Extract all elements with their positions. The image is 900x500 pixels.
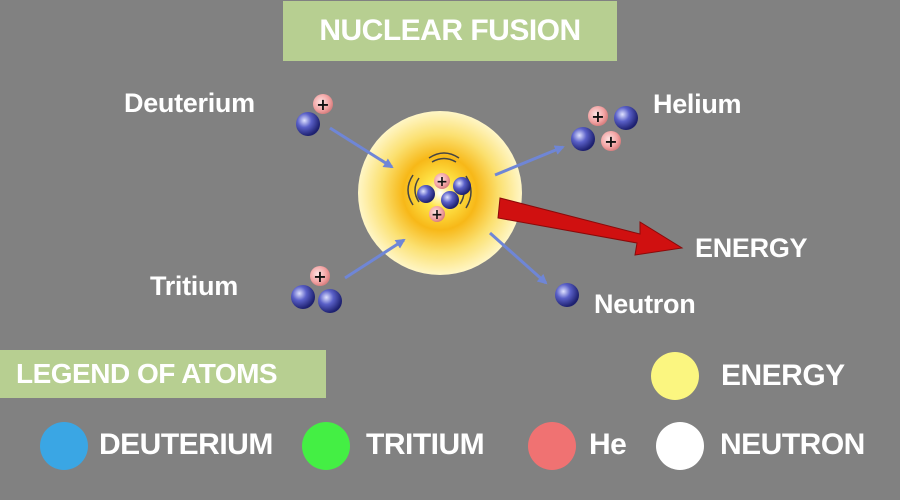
svg-text:+: + bbox=[431, 207, 443, 223]
legend-label-deuterium: DEUTERIUM bbox=[99, 428, 273, 461]
energy-label: ENERGY bbox=[695, 233, 808, 263]
legend-swatch-helium bbox=[528, 422, 576, 470]
tritium-arrow bbox=[344, 238, 406, 280]
neutron-label: Neutron bbox=[594, 289, 696, 319]
deuterium-particle: + bbox=[296, 94, 333, 136]
tritium-particle: + bbox=[291, 266, 342, 313]
svg-text:+: + bbox=[316, 95, 329, 114]
legend-swatch-energy bbox=[651, 352, 699, 400]
legend-swatch-deuterium bbox=[40, 422, 88, 470]
neutron-arrow bbox=[489, 231, 548, 285]
deuterium-label: Deuterium bbox=[124, 88, 255, 118]
helium-particle: + + bbox=[571, 106, 638, 151]
legend-title-banner: LEGEND OF ATOMS bbox=[0, 350, 326, 398]
fusion-glow bbox=[358, 111, 522, 275]
legend-label-helium: He bbox=[589, 428, 627, 461]
fusing-nucleus: + + bbox=[407, 152, 472, 223]
emitted-neutron bbox=[555, 283, 579, 307]
helium-label: Helium bbox=[653, 89, 742, 119]
legend-label-tritium: TRITIUM bbox=[366, 428, 485, 461]
title-banner: NUCLEAR FUSION bbox=[283, 1, 617, 61]
tritium-label: Tritium bbox=[150, 271, 238, 301]
deuterium-arrow bbox=[329, 126, 394, 169]
svg-text:+: + bbox=[591, 107, 604, 126]
helium-arrow bbox=[494, 145, 565, 177]
svg-text:+: + bbox=[313, 267, 326, 286]
legend-label-energy: ENERGY bbox=[721, 359, 845, 392]
legend-swatch-tritium bbox=[302, 422, 350, 470]
diagram-title: NUCLEAR FUSION bbox=[319, 14, 581, 47]
legend-swatch-neutron bbox=[656, 422, 704, 470]
svg-text:+: + bbox=[436, 174, 448, 190]
legend-title: LEGEND OF ATOMS bbox=[16, 358, 278, 389]
energy-arrow bbox=[497, 197, 684, 256]
legend-label-neutron: NEUTRON bbox=[720, 428, 865, 461]
svg-text:+: + bbox=[604, 132, 617, 151]
